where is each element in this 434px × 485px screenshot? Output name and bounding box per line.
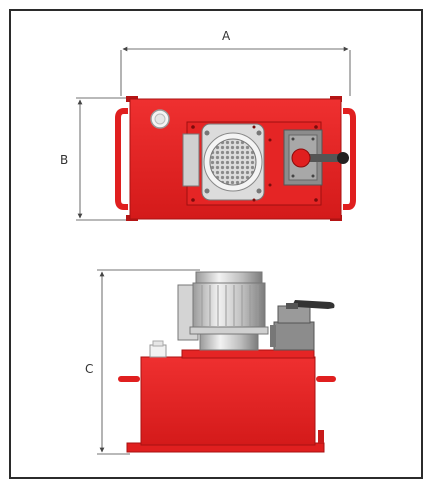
- filler-cap-side: [149, 344, 167, 358]
- dimension-b: [76, 97, 132, 221]
- valve-lever: [302, 154, 342, 162]
- bell-housing: [199, 333, 259, 351]
- motor-body: [192, 282, 266, 329]
- left-handle: [115, 108, 128, 210]
- dimension-c-label: C: [85, 362, 94, 376]
- lever-knob: [337, 152, 349, 164]
- dimension-c: [97, 269, 200, 455]
- valve-block-side: [273, 321, 315, 351]
- drawing-frame: [9, 9, 423, 479]
- valve-lever-side: [292, 300, 335, 309]
- dimension-b-label: B: [60, 153, 69, 167]
- dimension-a: [120, 46, 351, 96]
- side-view: [118, 271, 336, 453]
- terminal-box: [182, 133, 200, 187]
- lever-hub: [291, 148, 311, 168]
- dimension-a-label: A: [222, 29, 231, 43]
- right-handle: [343, 108, 356, 210]
- fan-grille-icon: [209, 138, 257, 186]
- tank-side: [140, 356, 316, 446]
- top-view: [115, 96, 356, 221]
